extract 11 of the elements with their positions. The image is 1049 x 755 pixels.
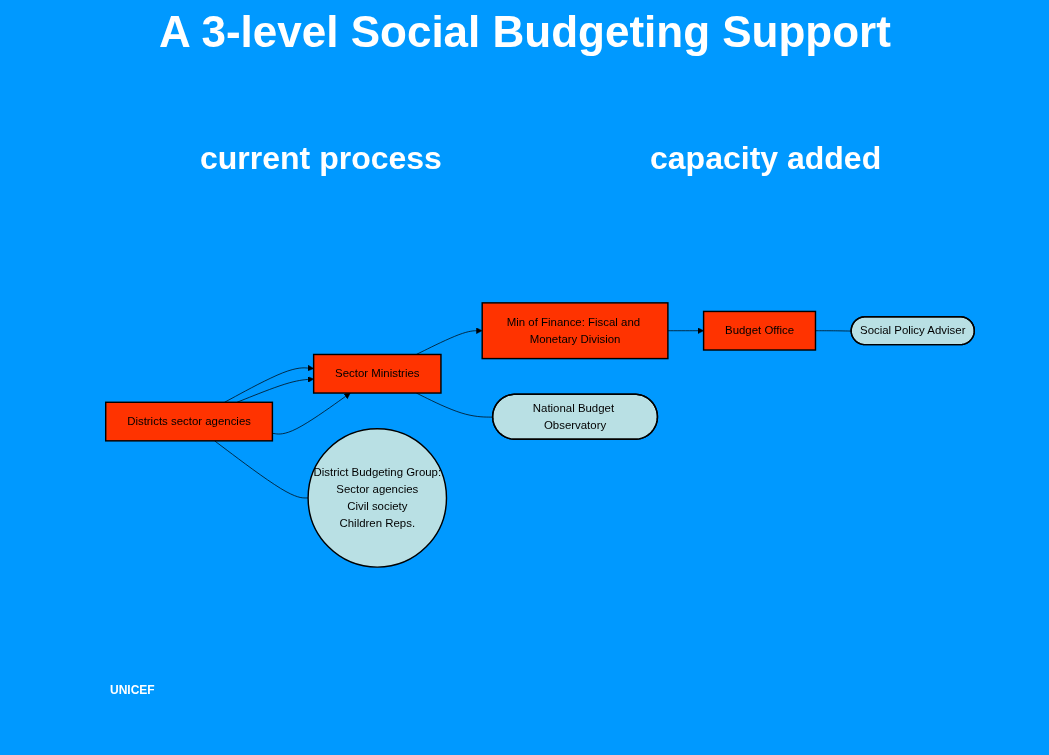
column-heading: current process: [200, 140, 442, 177]
title: A 3-level Social Budgeting Support: [158, 6, 892, 58]
node-box: Sector Ministries: [312, 353, 442, 394]
node-box: Budget Office: [702, 310, 817, 351]
node-box: Districts sector agencies: [105, 401, 274, 442]
connector: [214, 440, 309, 499]
node-circle: District Budgeting Group: Sector agencies Civil society Children Reps.: [307, 428, 448, 568]
connector: [815, 330, 852, 332]
footer-note: UNICEF: [110, 683, 155, 697]
node-box: Min of Finance: Fiscal and Monetary Division: [481, 302, 669, 360]
column-heading: capacity added: [650, 140, 882, 177]
